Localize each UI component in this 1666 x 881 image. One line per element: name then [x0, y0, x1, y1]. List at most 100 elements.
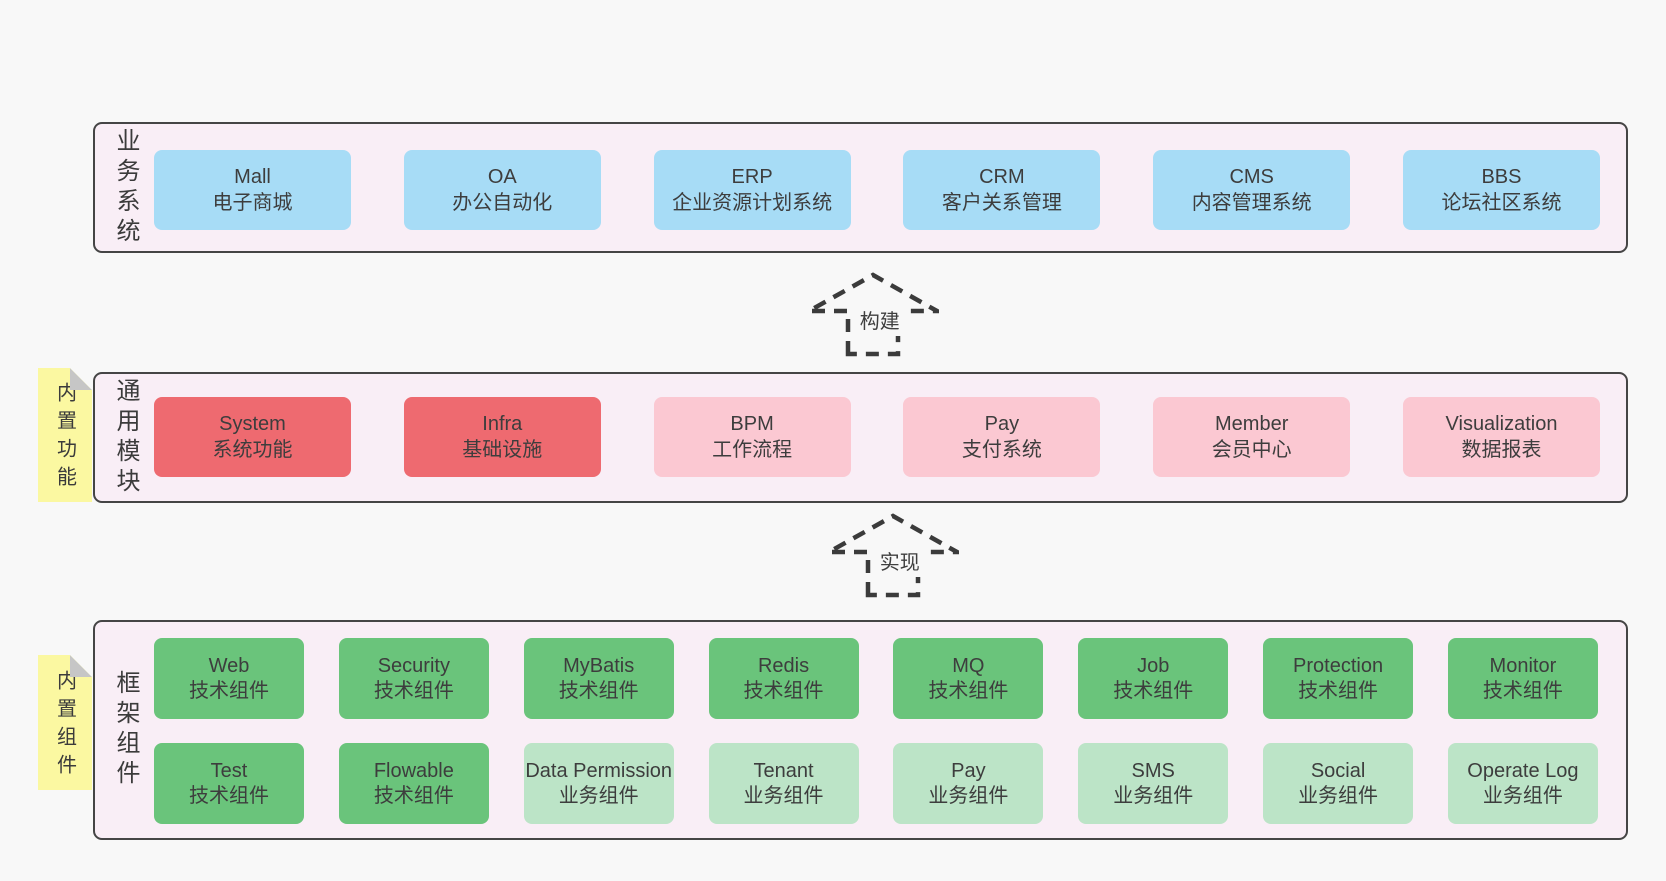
box-title: CRM — [979, 166, 1025, 188]
sticky-note-text: 内置功能 — [53, 382, 76, 494]
box-subtitle: 办公自动化 — [452, 192, 553, 214]
box-title: Security — [377, 654, 450, 677]
box-social: Social 业务组件 — [1263, 743, 1414, 824]
box-title: Test — [210, 759, 248, 782]
box-title: Mall — [234, 166, 271, 188]
box-title: BBS — [1481, 166, 1522, 188]
box-subtitle: 技术组件 — [743, 679, 824, 702]
box-subtitle: 业务组件 — [928, 784, 1009, 807]
box-subtitle: 技术组件 — [373, 784, 454, 807]
box-subtitle: 客户关系管理 — [941, 192, 1062, 214]
box-subtitle: 业务组件 — [558, 784, 639, 807]
box-title: OA — [487, 166, 517, 188]
box-title: Tenant — [753, 759, 814, 782]
box-pay-module: Pay 支付系统 — [903, 397, 1101, 477]
box-title: Data Permission — [525, 759, 673, 782]
box-monitor: Monitor 技术组件 — [1447, 638, 1598, 719]
box-title: MyBatis — [563, 654, 635, 677]
box-subtitle: 工作流程 — [712, 439, 793, 461]
box-title: Pay — [984, 413, 1020, 435]
box-subtitle: 企业资源计划系统 — [672, 192, 833, 214]
box-title: CMS — [1229, 166, 1274, 188]
box-title: Web — [208, 654, 250, 677]
box-subtitle: 数据报表 — [1461, 439, 1542, 461]
box-mybatis: MyBatis 技术组件 — [523, 638, 674, 719]
box-title: Monitor — [1489, 654, 1557, 677]
box-crm: CRM 客户关系管理 — [903, 150, 1101, 230]
box-title: Flowable — [373, 759, 454, 782]
box-title: Social — [1310, 759, 1366, 782]
box-title: Operate Log — [1467, 759, 1579, 782]
box-cms: CMS 内容管理系统 — [1153, 150, 1351, 230]
box-member: Member 会员中心 — [1153, 397, 1351, 477]
box-title: BPM — [730, 413, 774, 435]
box-subtitle: 业务组件 — [1482, 784, 1563, 807]
layer-modules-label: 通用模块 — [112, 377, 139, 498]
box-subtitle: 技术组件 — [189, 784, 269, 807]
box-subtitle: 技术组件 — [928, 679, 1009, 702]
box-title: Job — [1137, 654, 1170, 677]
box-subtitle: 技术组件 — [1482, 679, 1563, 702]
box-flowable: Flowable 技术组件 — [338, 743, 489, 824]
box-sms: SMS 业务组件 — [1078, 743, 1229, 824]
layer-common-modules: 通用模块 System 系统功能 Infra 基础设施 BPM 工作流程 Pay… — [93, 372, 1628, 503]
modules-row: System 系统功能 Infra 基础设施 BPM 工作流程 Pay 支付系统… — [154, 397, 1600, 477]
business-row: Mall 电子商城 OA 办公自动化 ERP 企业资源计划系统 CRM 客户关系… — [154, 150, 1600, 230]
dashed-up-arrow-icon — [807, 272, 939, 357]
box-title: Infra — [482, 413, 523, 435]
arrow-build-label: 构建 — [855, 305, 904, 336]
box-title: Member — [1215, 413, 1289, 435]
arrow-build: 构建 — [807, 271, 939, 357]
dashed-up-arrow-icon — [827, 513, 959, 598]
layer-business-label: 业务系统 — [112, 127, 139, 248]
box-subtitle: 电子商城 — [212, 192, 293, 214]
layer-framework-label: 框架组件 — [112, 670, 139, 790]
box-subtitle: 技术组件 — [189, 679, 269, 702]
box-operate-log: Operate Log 业务组件 — [1447, 743, 1598, 824]
box-mall: Mall 电子商城 — [154, 150, 351, 230]
box-subtitle: 技术组件 — [373, 679, 454, 702]
box-web: Web 技术组件 — [154, 638, 304, 719]
box-subtitle: 技术组件 — [1298, 679, 1379, 702]
box-mq: MQ 技术组件 — [893, 638, 1044, 719]
box-protection: Protection 技术组件 — [1263, 638, 1414, 719]
box-system: System 系统功能 — [154, 397, 351, 477]
folded-corner-icon — [70, 655, 92, 677]
arrow-implement: 实现 — [827, 512, 959, 598]
box-visualization: Visualization 数据报表 — [1402, 397, 1600, 477]
box-title: ERP — [731, 166, 773, 188]
arrow-implement-label: 实现 — [875, 546, 924, 577]
box-subtitle: 业务组件 — [1113, 784, 1194, 807]
box-title: Visualization — [1445, 413, 1558, 435]
box-test: Test 技术组件 — [154, 743, 304, 824]
box-tenant: Tenant 业务组件 — [708, 743, 859, 824]
layer-framework-components: 框架组件 Web 技术组件 Security 技术组件 MyBatis 技术组件… — [93, 620, 1628, 840]
sticky-note-built-in-components: 内置组件 — [38, 655, 92, 790]
box-subtitle: 业务组件 — [1298, 784, 1379, 807]
box-infra: Infra 基础设施 — [403, 397, 601, 477]
box-bbs: BBS 论坛社区系统 — [1402, 150, 1600, 230]
box-subtitle: 内容管理系统 — [1191, 192, 1312, 214]
box-pay-component: Pay 业务组件 — [893, 743, 1044, 824]
sticky-note-text: 内置组件 — [53, 669, 76, 782]
sticky-note-built-in-functions: 内置功能 — [38, 368, 92, 502]
box-title: MQ — [952, 654, 985, 677]
box-title: Pay — [951, 759, 986, 782]
box-subtitle: 论坛社区系统 — [1441, 192, 1562, 214]
box-subtitle: 支付系统 — [961, 439, 1042, 461]
box-erp: ERP 企业资源计划系统 — [653, 150, 851, 230]
box-security: Security 技术组件 — [338, 638, 489, 719]
box-title: Redis — [757, 654, 810, 677]
box-title: System — [219, 413, 286, 435]
box-title: SMS — [1131, 759, 1175, 782]
box-oa: OA 办公自动化 — [403, 150, 601, 230]
layer-business-systems: 业务系统 Mall 电子商城 OA 办公自动化 ERP 企业资源计划系统 CRM… — [93, 122, 1628, 253]
box-bpm: BPM 工作流程 — [653, 397, 851, 477]
box-subtitle: 业务组件 — [743, 784, 824, 807]
box-subtitle: 技术组件 — [558, 679, 639, 702]
box-redis: Redis 技术组件 — [708, 638, 859, 719]
box-subtitle: 基础设施 — [462, 439, 543, 461]
box-subtitle: 系统功能 — [212, 439, 293, 461]
box-title: Protection — [1293, 654, 1384, 677]
